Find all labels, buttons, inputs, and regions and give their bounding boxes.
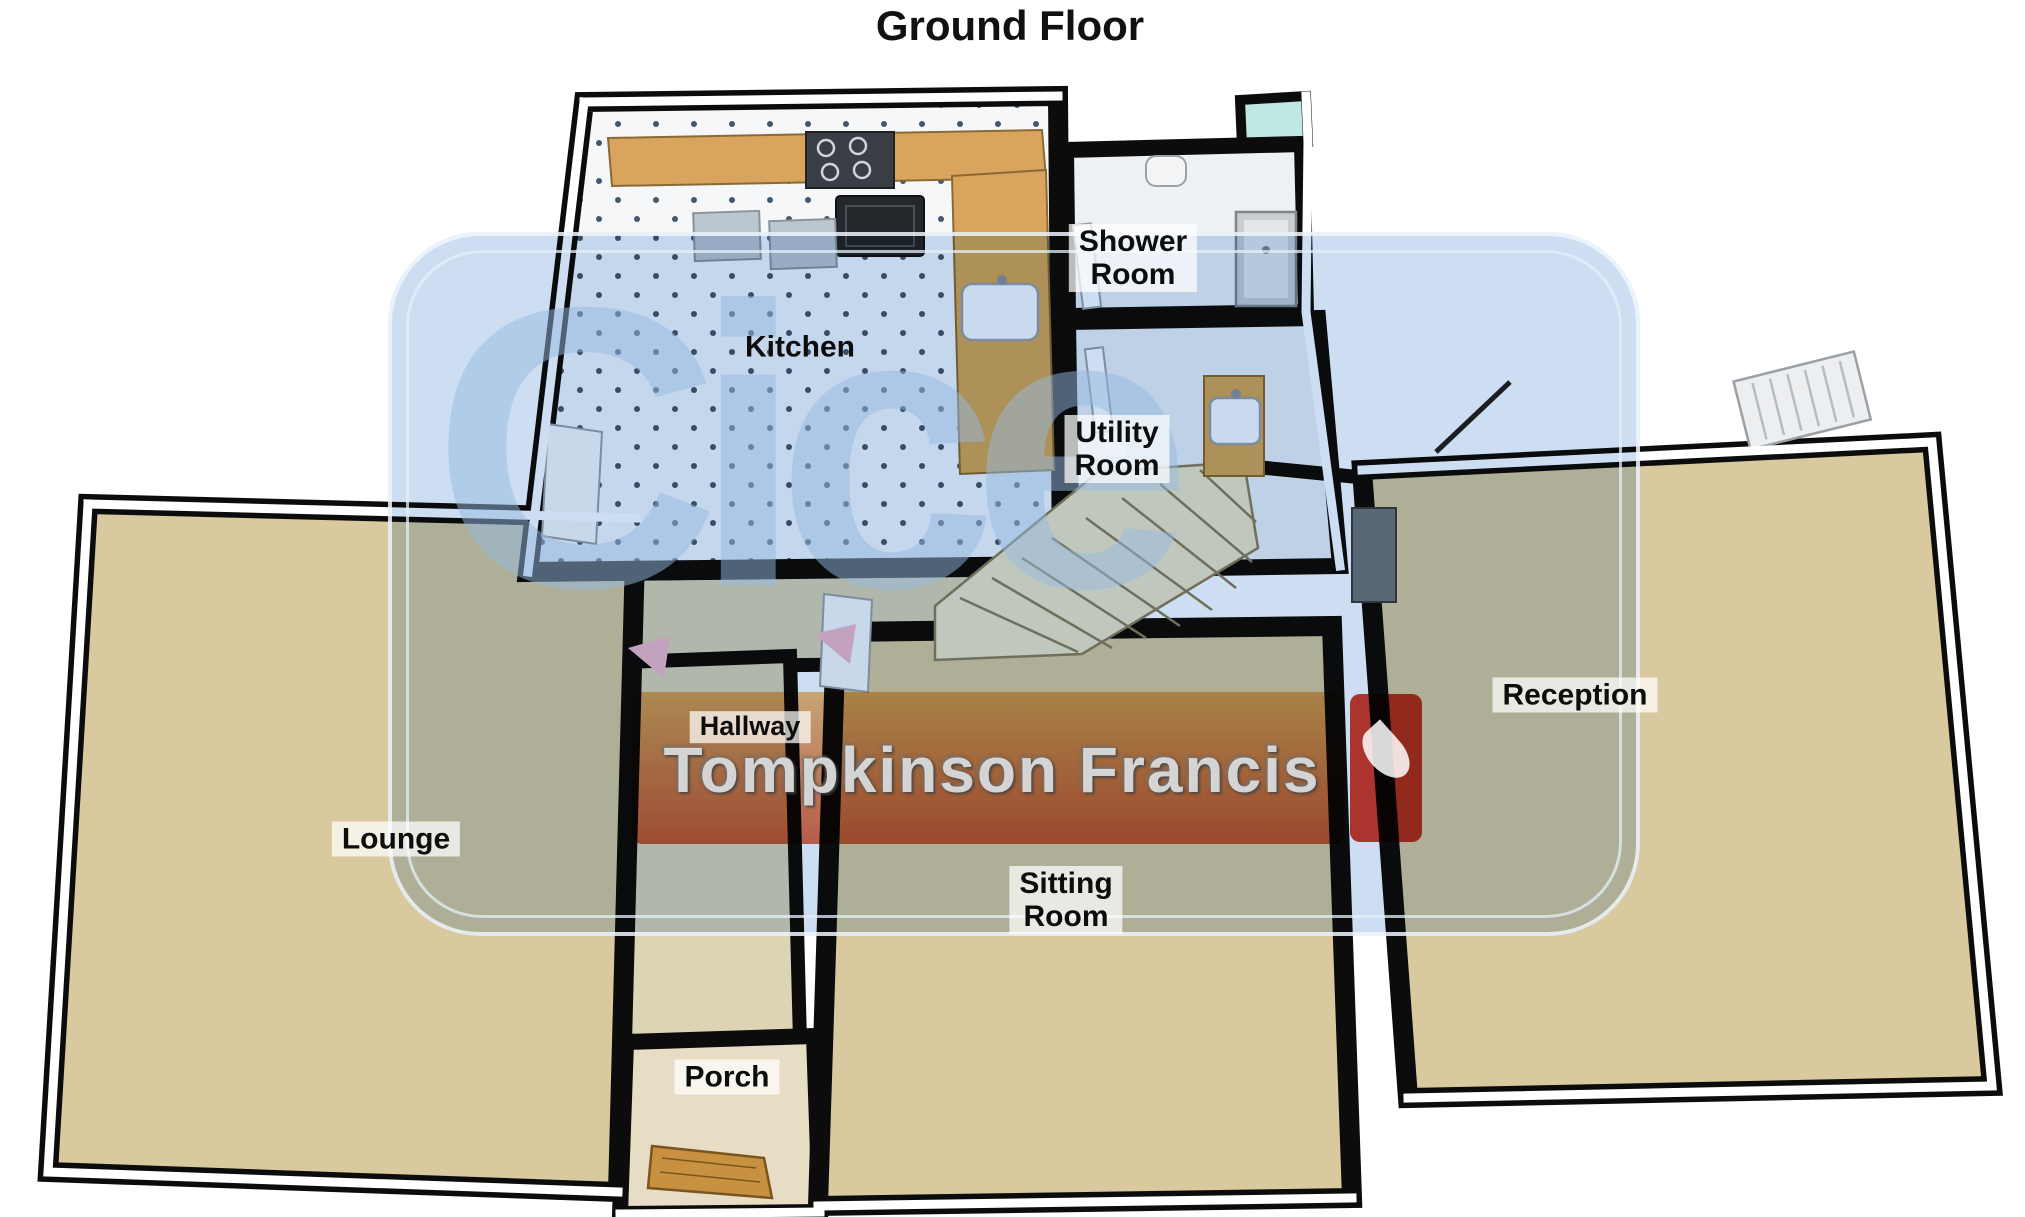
kitchen-sink-icon xyxy=(960,275,1040,342)
stove-icon xyxy=(805,131,895,189)
utility-sink-icon xyxy=(1208,389,1262,446)
sitting-room-floor xyxy=(807,615,1363,1217)
front-door-icon xyxy=(646,1144,774,1200)
toilet-icon xyxy=(1145,155,1187,187)
oven-icon xyxy=(835,195,925,257)
radiator-icon xyxy=(1732,350,1873,451)
lounge-floor xyxy=(37,493,647,1203)
reception-floor xyxy=(1351,431,2003,1109)
shower-tray-icon xyxy=(1234,210,1298,308)
floor-lamp-icon xyxy=(1434,380,1512,454)
outer-wall-caps xyxy=(43,91,1997,1217)
